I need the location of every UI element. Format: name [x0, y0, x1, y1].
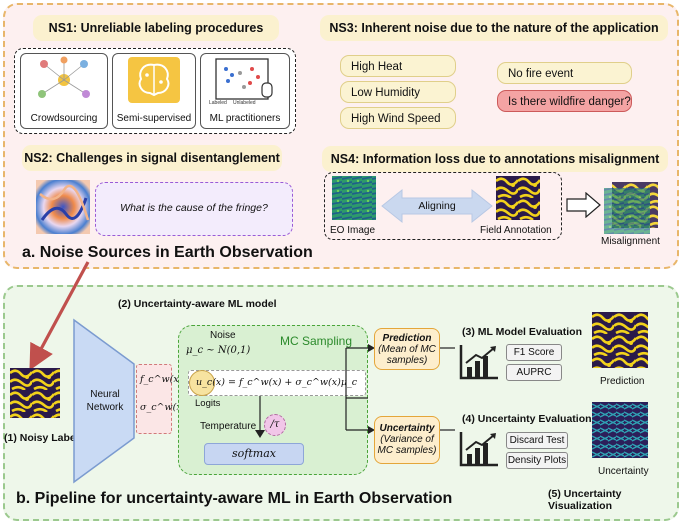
uncertainty-box-title: Uncertainty [379, 423, 435, 434]
eo-image [332, 176, 376, 220]
noise-label: Noise [210, 330, 236, 341]
ml-eval-title: (3) ML Model Evaluation [462, 326, 582, 338]
wildfire-question: Is there wildfire danger? [497, 90, 632, 112]
section-a-title: a. Noise Sources in Earth Observation [22, 244, 313, 261]
field-annotation-label: Field Annotation [480, 225, 552, 236]
legend-labeled: Labeled [209, 100, 227, 106]
ns2-title: NS2: Challenges in signal disentanglemen… [22, 145, 282, 171]
ns1-title: NS1: Unreliable labeling procedures [33, 15, 279, 41]
legend-unlabeled: Unlabeled [233, 100, 256, 106]
condition-high-heat: High Heat [340, 55, 456, 77]
noisy-label-image [10, 368, 60, 418]
softmax-box: softmax [204, 443, 304, 465]
mc-sampling-title: MC Sampling [280, 334, 353, 348]
unc-eval-title: (4) Uncertainty Evaluation [462, 413, 592, 425]
ns3-title: NS3: Inherent noise due to the nature of… [320, 15, 668, 41]
logit-highlight [189, 370, 215, 396]
noise-formula: μ_c ~ N(0,1) [186, 345, 251, 356]
semi-supervised-card: Semi-supervised [112, 53, 196, 129]
eo-image-label: EO Image [330, 225, 376, 236]
misalignment-image [604, 182, 658, 234]
output-heads-box [136, 364, 172, 434]
prediction-box: Prediction (Mean of MC samples) [374, 328, 440, 370]
semi-supervised-label: Semi-supervised [116, 113, 192, 124]
aligning-label: Aligning [418, 200, 456, 212]
condition-high-wind: High Wind Speed [340, 107, 456, 129]
no-fire-event: No fire event [497, 62, 632, 84]
neural-network-label: Neural Network [78, 388, 132, 414]
logits-label: Logits [195, 398, 221, 409]
sigma-output: σ_c^w(x) [140, 402, 186, 413]
crowdsourcing-card: Crowdsourcing [20, 53, 108, 129]
ns4-title: NS4: Information loss due to annotations… [322, 146, 668, 172]
question-bubble: What is the cause of the fringe? [95, 182, 293, 236]
crowdsourcing-label: Crowdsourcing [30, 113, 98, 124]
ml-practitioners-card: Labeled Unlabeled ML practitioners [200, 53, 290, 129]
aligning-arrow [381, 188, 493, 224]
prediction-map [592, 312, 648, 368]
prediction-box-sub: (Mean of MC samples) [378, 344, 436, 366]
logit-formula: u_c(x) = f_c^w(x) + σ_c^w(x)μ_c [196, 377, 358, 388]
right-arrow-icon [566, 192, 601, 218]
logit-box [188, 370, 366, 396]
misalignment-label: Misalignment [601, 236, 660, 247]
scatter-plot-icon [215, 58, 273, 100]
f-output: f_c^w(x) [140, 374, 183, 385]
uncertainty-box-sub: (Variance of MC samples) [377, 434, 437, 456]
metric-discard-test: Discard Test [506, 432, 568, 449]
metric-auprc: AUPRC [506, 364, 562, 381]
fringe-image [36, 180, 90, 234]
down-arrow [255, 396, 265, 438]
brain-icon [138, 63, 170, 97]
model-title: (2) Uncertainty-aware ML model [118, 298, 277, 310]
neural-network-shape [73, 318, 135, 484]
visualization-title: (5) Uncertainty Visualization [548, 488, 622, 512]
section-b-title: b. Pipeline for uncertainty-aware ML in … [16, 490, 453, 507]
field-annotation-image [496, 176, 540, 220]
uncertainty-box: Uncertainty (Variance of MC samples) [374, 416, 440, 464]
noisy-label-text: (1) Noisy Label [4, 432, 79, 444]
metric-f1-score: F1 Score [506, 344, 562, 361]
network-word-1: Neural [90, 389, 120, 400]
prediction-box-title: Prediction [382, 333, 432, 344]
tau-circle: /τ [264, 414, 286, 436]
people-network-icon [38, 56, 90, 98]
growth-chart-icon-2 [459, 432, 498, 467]
growth-chart-icon [459, 345, 498, 380]
temperature-label: Temperature [200, 421, 257, 432]
condition-low-humidity: Low Humidity [340, 81, 456, 103]
prediction-map-label: Prediction [600, 376, 645, 387]
ml-practitioners-label: ML practitioners [209, 113, 281, 124]
metric-density-plots: Density Plots [506, 452, 568, 469]
question-text: What is the cause of the fringe? [120, 202, 268, 214]
network-word-2: Network [86, 402, 124, 413]
uncertainty-map-label: Uncertainty [598, 466, 649, 477]
uncertainty-map [592, 402, 648, 458]
ns4-align-container [324, 172, 562, 240]
